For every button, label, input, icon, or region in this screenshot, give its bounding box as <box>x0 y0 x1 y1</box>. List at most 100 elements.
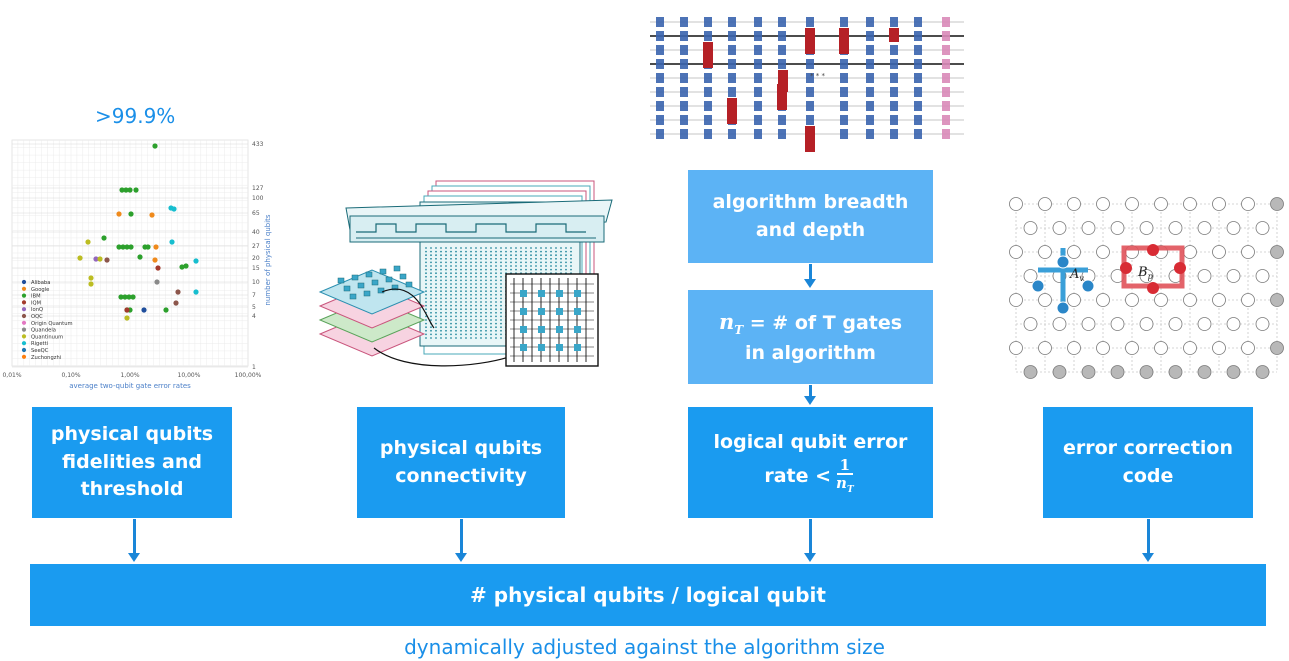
inset-qubit <box>574 344 581 351</box>
scatter-point <box>137 254 143 260</box>
lattice-qubit <box>1125 197 1139 211</box>
fidelity-target-label: >99.9% <box>95 104 176 128</box>
lattice-qubit <box>1139 269 1154 283</box>
ecc-line: code <box>1122 464 1174 487</box>
lattice-qubit <box>1110 221 1125 235</box>
circuit-multi-qubit-gate <box>805 126 815 152</box>
circuit-multi-qubit-gate <box>889 28 899 42</box>
scatter-point <box>193 289 199 295</box>
scatter-point <box>122 294 128 300</box>
circuit-gate <box>914 115 922 125</box>
circuit-gate <box>942 17 950 27</box>
stack-qubit <box>349 293 357 300</box>
scatter-y-tick: 4 <box>252 313 256 320</box>
legend-entry: IQM <box>31 300 41 306</box>
quantum-circuit-illustration: * * * <box>650 17 964 152</box>
circuit-gate <box>704 31 712 41</box>
lattice-qubit <box>1096 341 1110 355</box>
legend-marker <box>21 347 27 353</box>
scatter-x-tick: 1,00% <box>120 372 139 379</box>
circuit-gate <box>890 59 898 69</box>
circuit-gate <box>778 129 786 139</box>
scatter-x-tick: 10,00% <box>178 372 201 379</box>
circuit-gate <box>728 73 736 83</box>
stack-qubit <box>371 279 379 286</box>
circuit-gate <box>656 31 664 41</box>
lattice-qubit <box>1241 245 1255 259</box>
scatter-point <box>133 187 139 193</box>
lattice-qubit <box>1241 341 1255 355</box>
fidelity-box-line: fidelities and <box>62 450 202 473</box>
scatter-x-tick: 0,10% <box>61 372 80 379</box>
circuit-multi-qubit-gate <box>777 84 787 110</box>
scatter-point <box>130 294 136 300</box>
inset-qubit <box>556 344 563 351</box>
scatter-y-tick: 1 <box>252 364 256 371</box>
circuit-gate <box>728 17 736 27</box>
circuit-gate <box>656 129 664 139</box>
scatter-point <box>169 239 175 245</box>
lattice-qubit <box>1241 293 1255 307</box>
physical-per-logical-box: # physical qubits / logical qubit <box>30 564 1266 626</box>
scatter-y-tick: 5 <box>252 304 256 311</box>
inset-qubit <box>574 290 581 297</box>
wiring-inset <box>505 273 599 367</box>
lattice-qubit <box>1212 293 1226 307</box>
lattice-qubit <box>1197 221 1212 235</box>
circuit-gate <box>778 31 786 41</box>
scatter-point <box>154 279 160 285</box>
circuit-gate <box>866 17 874 27</box>
inset-qubit <box>538 290 545 297</box>
legend-marker <box>21 313 27 319</box>
circuit-gate <box>680 59 688 69</box>
scatter-grid <box>11 139 249 368</box>
surface-code-lattice: Av Bp <box>1009 197 1284 379</box>
stack-qubit <box>399 273 407 280</box>
scatter-point <box>119 187 125 193</box>
lattice-qubit <box>1038 341 1052 355</box>
lattice-qubit <box>1052 365 1067 379</box>
legend-entry: Google <box>31 287 49 293</box>
scatter-y-tick: 7 <box>252 292 256 299</box>
t-gates-box: nT = # of T gates in algorithm <box>688 290 933 384</box>
scatter-point <box>120 244 126 250</box>
inset-qubit <box>520 344 527 351</box>
circuit-gate <box>914 87 922 97</box>
scatter-point <box>173 300 179 306</box>
circuit-gate <box>840 73 848 83</box>
circuit-gate <box>840 59 848 69</box>
circuit-gate <box>890 129 898 139</box>
legend-marker <box>21 341 27 346</box>
scatter-point <box>153 244 159 250</box>
inverse-t-count-fraction: 1 nT <box>836 455 854 496</box>
circuit-gate <box>656 101 664 111</box>
stack-qubit <box>351 274 359 281</box>
inset-qubit <box>538 344 545 351</box>
circuit-gate <box>914 129 922 139</box>
circuit-multi-qubit-gate <box>778 70 788 92</box>
logical-error-line: rate < 1 nT <box>764 457 856 496</box>
circuit-gate <box>656 73 664 83</box>
scatter-point <box>104 257 110 263</box>
scatter-ticks: 0,01%0,10%1,00%10,00%100,00%433127100654… <box>2 141 263 379</box>
circuit-gate <box>890 115 898 125</box>
stack-qubit <box>357 282 365 289</box>
scatter-point <box>127 187 133 193</box>
vertex-operator <box>1031 248 1095 315</box>
legend-entry: Zuchongzhi <box>31 355 61 361</box>
scatter-point <box>124 244 130 250</box>
lattice-qubit <box>1154 197 1168 211</box>
scatter-point <box>128 244 134 250</box>
legend-marker <box>21 334 27 339</box>
circuit-gate <box>866 31 874 41</box>
scatter-point <box>124 307 130 313</box>
legend-marker <box>21 300 27 305</box>
fidelity-box: physical qubits fidelities and threshold <box>32 407 232 518</box>
circuit-gate <box>890 45 898 55</box>
fidelity-box-line: physical qubits <box>50 423 214 446</box>
lattice-qubit <box>1023 365 1038 379</box>
lattice-qubit <box>1270 293 1284 307</box>
scatter-y-tick: 127 <box>252 185 264 192</box>
lattice-qubit <box>1125 341 1139 355</box>
lattice-qubit <box>1226 221 1241 235</box>
